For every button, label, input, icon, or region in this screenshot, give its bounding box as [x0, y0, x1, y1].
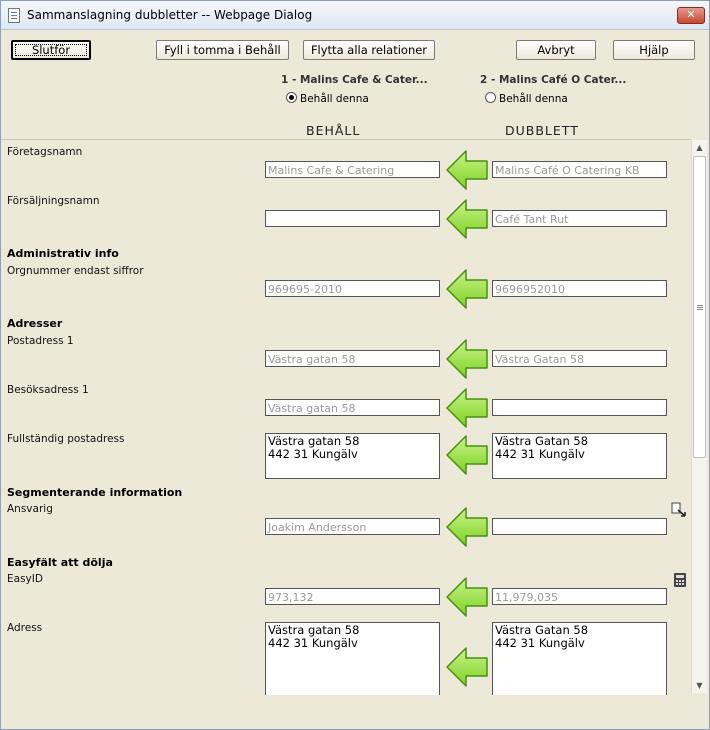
section-segment: Segmenterande information — [7, 486, 183, 499]
copy-visit1-arrow-icon[interactable] — [445, 387, 489, 429]
record-2-header: 2 - Malins Café O Cater... — [480, 74, 627, 86]
copy-full-postal-arrow-icon[interactable] — [445, 434, 489, 476]
copy-orgnr-arrow-icon[interactable] — [445, 268, 489, 310]
dup-address-field[interactable]: Västra Gatan 58 442 31 Kungälv — [492, 622, 667, 696]
user-lookup-icon[interactable] — [671, 502, 687, 518]
copy-easyid-arrow-icon[interactable] — [445, 576, 489, 618]
keep-record-2-label: Behåll denna — [499, 93, 568, 105]
close-button[interactable]: ✕ — [677, 7, 705, 24]
dup-visit1-field[interactable] — [492, 399, 667, 416]
keep-address-field[interactable]: Västra gatan 58 442 31 Kungälv — [265, 622, 440, 696]
keep-record-1-radio[interactable]: Behåll denna — [286, 92, 369, 105]
cancel-button[interactable]: Avbryt — [516, 40, 596, 60]
keep-postal1-field[interactable]: Västra gatan 58 — [265, 350, 440, 367]
section-addresses: Adresser — [7, 317, 63, 330]
label-company: Företagsnamn — [7, 146, 83, 158]
record-1-header: 1 - Malins Cafe & Cater... — [281, 74, 428, 86]
keep-orgnr-field[interactable]: 969695-2010 — [265, 280, 440, 297]
keep-column-caption: BEHÅLL — [306, 123, 361, 138]
copy-address-arrow-icon[interactable] — [445, 646, 489, 688]
keep-full-postal-field[interactable]: Västra gatan 58 442 31 Kungälv — [265, 433, 440, 479]
dup-full-postal-field[interactable]: Västra Gatan 58 442 31 Kungälv — [492, 433, 667, 479]
grip-icon — [697, 305, 703, 306]
radio-unselected-icon[interactable] — [485, 92, 496, 103]
dup-easyid-field[interactable]: 11,979,035 — [492, 588, 667, 605]
label-visit1: Besöksadress 1 — [7, 384, 89, 396]
keep-sales-name-field[interactable] — [265, 210, 440, 227]
scroll-down-icon[interactable]: ▼ — [696, 681, 703, 690]
dup-responsible-field[interactable] — [492, 518, 667, 535]
document-icon — [8, 8, 20, 23]
keep-responsible-field[interactable]: Joakim Andersson — [265, 518, 440, 535]
copy-company-arrow-icon[interactable] — [445, 149, 489, 191]
fill-empty-button[interactable]: Fyll i tomma i Behåll — [156, 40, 289, 60]
keep-record-2-radio[interactable]: Behåll denna — [485, 92, 568, 105]
section-admin: Administrativ info — [7, 247, 119, 260]
label-responsible: Ansvarig — [7, 503, 53, 515]
keep-record-1-label: Behåll denna — [300, 93, 369, 105]
section-easy: Easyfält att dölja — [7, 556, 113, 569]
dialog-footer — [1, 695, 709, 729]
label-easyid: EasyID — [7, 573, 43, 585]
vertical-scrollbar[interactable]: ▲ ▼ — [691, 140, 707, 693]
duplicate-column-caption: DUBBLETT — [505, 123, 579, 138]
label-postal1: Postadress 1 — [7, 335, 74, 347]
move-relations-button[interactable]: Flytta alla relationer — [303, 40, 435, 60]
scroll-up-icon[interactable]: ▲ — [696, 143, 703, 152]
scrollbar-thumb[interactable] — [693, 156, 706, 458]
keep-company-field[interactable]: Malins Cafe & Catering — [265, 161, 440, 178]
window-title: Sammanslagning dubbletter -- Webpage Dia… — [27, 8, 313, 22]
keep-easyid-field[interactable]: 973,132 — [265, 588, 440, 605]
label-full-postal: Fullständig postadress — [7, 433, 125, 445]
label-orgnr: Orgnummer endast siffror — [7, 265, 144, 277]
copy-postal1-arrow-icon[interactable] — [445, 338, 489, 380]
label-address: Adress — [7, 622, 43, 634]
keep-visit1-field[interactable]: Västra gatan 58 — [265, 399, 440, 416]
help-button[interactable]: Hjälp — [613, 40, 695, 60]
calculator-icon[interactable] — [672, 572, 688, 588]
title-bar: Sammanslagning dubbletter -- Webpage Dia… — [1, 1, 709, 30]
dup-sales-name-field[interactable]: Café Tant Rut — [492, 210, 667, 227]
radio-selected-icon[interactable] — [286, 92, 297, 103]
fields-area: Företagsnamn Malins Cafe & Catering Mali… — [1, 139, 691, 696]
label-sales-name: Försäljningsnamn — [7, 195, 100, 207]
dup-postal1-field[interactable]: Västra Gatan 58 — [492, 350, 667, 367]
finish-button[interactable]: Slutför — [11, 40, 91, 60]
copy-responsible-arrow-icon[interactable] — [445, 506, 489, 548]
dup-company-field[interactable]: Malins Café O Catering KB — [492, 161, 667, 178]
dup-orgnr-field[interactable]: 9696952010 — [492, 280, 667, 297]
copy-sales-name-arrow-icon[interactable] — [445, 198, 489, 240]
